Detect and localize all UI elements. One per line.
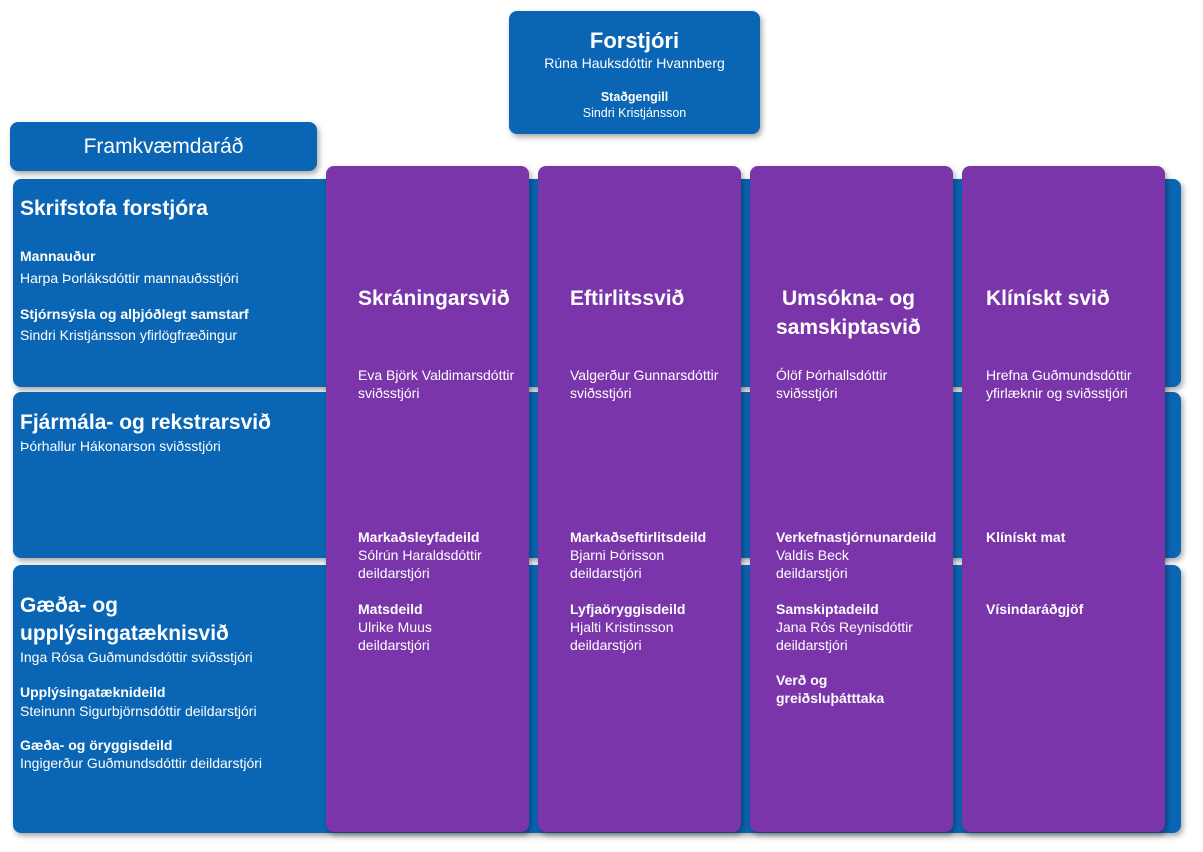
column-title: Eftirlitssvið [570,287,685,310]
director-title: Forstjóri [589,28,680,53]
row-title: Gæða- og upplýsingatæknisvið [20,592,229,648]
row-title: Fjármála- og rekstrarsvið [20,411,271,434]
unit-person-line: Sólrún Haraldsdóttir [358,547,482,563]
unit-person-line: deildarstjóri [776,637,848,653]
unit-person: Ingigerður Guðmundsdóttir deildarstjóri [20,755,263,771]
unit-person-line: deildarstjóri [776,565,848,581]
deputy-name: Sindri Kristjánsson [582,106,687,120]
unit-title: Lyfjaöryggisdeild [570,601,686,617]
unit-person: Steinunn Sigurbjörnsdóttir deildarstjóri [20,703,257,719]
row-head: Þórhallur Hákonarson sviðsstjóri [20,438,221,454]
unit-title: Markaðsleyfadeild [358,529,480,545]
row-head: Inga Rósa Guðmundsdóttir sviðsstjóri [20,649,253,665]
executive-board-label: Framkvæmdaráð [83,135,244,158]
unit-title-line: greiðsluþátttaka [776,690,885,706]
row-title-line: upplýsingatæknisvið [20,622,229,645]
column-title-line: Umsókna- og [782,287,916,310]
unit-person-line: Jana Rós Reynisdóttir [776,619,913,635]
unit-title: Verkefnastjórnunardeild [776,529,937,545]
unit-person-line: Hjalti Kristinsson [570,619,674,635]
unit-title: Vísindaráðgjöf [986,601,1084,617]
column-head-line: sviðsstjóri [358,385,420,401]
director-name: Rúna Hauksdóttir Hvannberg [544,55,725,71]
unit-person-line: deildarstjóri [358,565,430,581]
unit-person-line: deildarstjóri [358,637,430,653]
unit-title: Mannauður [20,248,96,264]
unit-person: Valdís Beck deildarstjóri [776,546,849,582]
unit-title: Upplýsingatæknideild [20,684,166,700]
unit-person: Hjalti Kristinsson deildarstjóri [570,618,673,654]
unit-title: Klínískt mat [986,529,1066,545]
unit-person: Jana Rós Reynisdóttir deildarstjóri [776,618,913,654]
column-head-line: sviðsstjóri [776,385,838,401]
column-registration: Skráningarsvið Eva Björk Valdimarsdóttir… [326,166,529,832]
column-title: Klínískt svið [986,287,1110,310]
column-head-line: Valgerður Gunnarsdóttir [570,367,719,383]
column-applications: Umsókna- og samskiptasvið Ólöf Þórhallsd… [750,166,953,832]
unit-person-line: Valdís Beck [776,547,849,563]
unit-title: Stjórnsýsla og alþjóðlegt samstarf [20,306,249,322]
column-head: Valgerður Gunnarsdóttir sviðsstjóri [570,366,718,402]
column-head-line: sviðsstjóri [570,385,632,401]
unit-title: Matsdeild [358,601,423,617]
row-title-line: Gæða- og [20,594,118,617]
unit-title: Verð og greiðsluþátttaka [776,671,884,707]
unit-person: Ulrike Muus deildarstjóri [358,618,432,654]
column-title-line: samskiptasvið [776,316,921,339]
column-head-line: Hrefna Guðmundsdóttir [986,367,1132,383]
unit-person-line: deildarstjóri [570,565,642,581]
column-head: Ólöf Þórhallsdóttir sviðsstjóri [776,366,887,402]
unit-person-line: Bjarni Þórisson [570,547,665,563]
unit-person: Sindri Kristjánsson yfirlögfræðingur [20,327,238,343]
deputy-title: Staðgengill [600,90,669,104]
unit-person: Bjarni Þórisson deildarstjóri [570,546,664,582]
column-title: Skráningarsvið [358,287,510,310]
row-title: Skrifstofa forstjóra [20,197,208,220]
unit-person: Harpa Þorláksdóttir mannauðsstjóri [20,270,239,286]
column-title: Umsókna- og samskiptasvið [776,284,921,342]
column-head: Hrefna Guðmundsdóttir yfirlæknir og svið… [986,366,1132,402]
unit-person-line: Ulrike Muus [358,619,432,635]
unit-title-line: Verð og [776,672,828,688]
unit-person-line: deildarstjóri [570,637,642,653]
unit-title: Samskiptadeild [776,601,879,617]
column-head: Eva Björk Valdimarsdóttir sviðsstjóri [358,366,514,402]
column-head-line: Ólöf Þórhallsdóttir [776,367,888,383]
column-head-line: yfirlæknir og sviðsstjóri [986,385,1128,401]
unit-title: Gæða- og öryggisdeild [20,737,173,753]
executive-board-box: Framkvæmdaráð [10,122,317,171]
unit-title: Markaðseftirlitsdeild [570,529,707,545]
director-box: Forstjóri Rúna Hauksdóttir Hvannberg Sta… [509,11,760,134]
column-head-line: Eva Björk Valdimarsdóttir [358,367,515,383]
column-inspection: Eftirlitssvið Valgerður Gunnarsdóttir sv… [538,166,741,832]
unit-person: Sólrún Haraldsdóttir deildarstjóri [358,546,482,582]
column-clinical: Klínískt svið Hrefna Guðmundsdóttir yfir… [962,166,1165,832]
